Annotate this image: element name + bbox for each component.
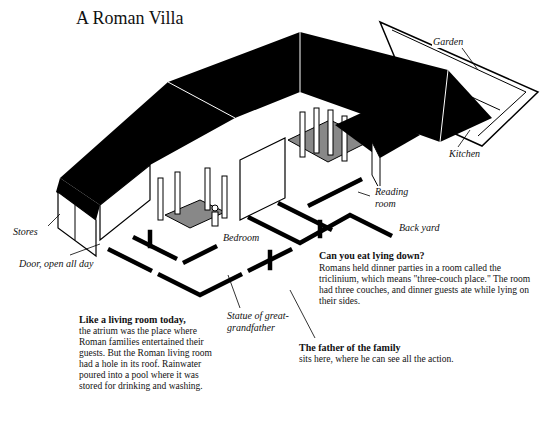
area-label: Statue of great-grandfather bbox=[226, 310, 292, 333]
column bbox=[300, 112, 305, 157]
area-label: Garden bbox=[432, 36, 464, 48]
callout-body: the atrium was the place where Roman fam… bbox=[78, 326, 220, 392]
area-label: Bedroom bbox=[222, 232, 260, 244]
atrium-pool bbox=[165, 200, 225, 228]
stores-wall bbox=[58, 192, 96, 256]
back-roof bbox=[335, 108, 420, 158]
roof-ridge bbox=[440, 70, 448, 142]
column bbox=[205, 168, 210, 210]
front-wall bbox=[100, 165, 150, 240]
stores-door bbox=[75, 205, 76, 240]
column bbox=[175, 172, 180, 214]
column bbox=[314, 108, 319, 153]
callout-heading: Can you eat lying down? bbox=[318, 250, 535, 262]
area-label: Reading room bbox=[374, 186, 416, 209]
roof-ridge bbox=[300, 32, 301, 92]
callout-heading: Like a living room today, bbox=[78, 314, 220, 326]
area-label: Stores bbox=[12, 226, 39, 238]
statue-head bbox=[212, 205, 218, 211]
area-label: Back yard bbox=[398, 222, 440, 234]
callout-body: Romans held dinner parties in a room cal… bbox=[318, 263, 535, 307]
area-label: Door, open all day bbox=[18, 258, 94, 270]
column bbox=[158, 178, 163, 220]
area-label: Kitchen bbox=[448, 148, 481, 160]
callout-heading: The father of the family bbox=[298, 342, 475, 354]
callout-body: sits here, where he can see all the acti… bbox=[298, 354, 475, 365]
reading-room-wall bbox=[372, 142, 380, 190]
roof-ridge bbox=[168, 82, 235, 118]
column bbox=[222, 176, 227, 218]
title: A Roman Villa bbox=[75, 8, 185, 29]
column bbox=[328, 110, 333, 155]
partition-wall bbox=[240, 138, 285, 220]
statue bbox=[212, 212, 218, 226]
